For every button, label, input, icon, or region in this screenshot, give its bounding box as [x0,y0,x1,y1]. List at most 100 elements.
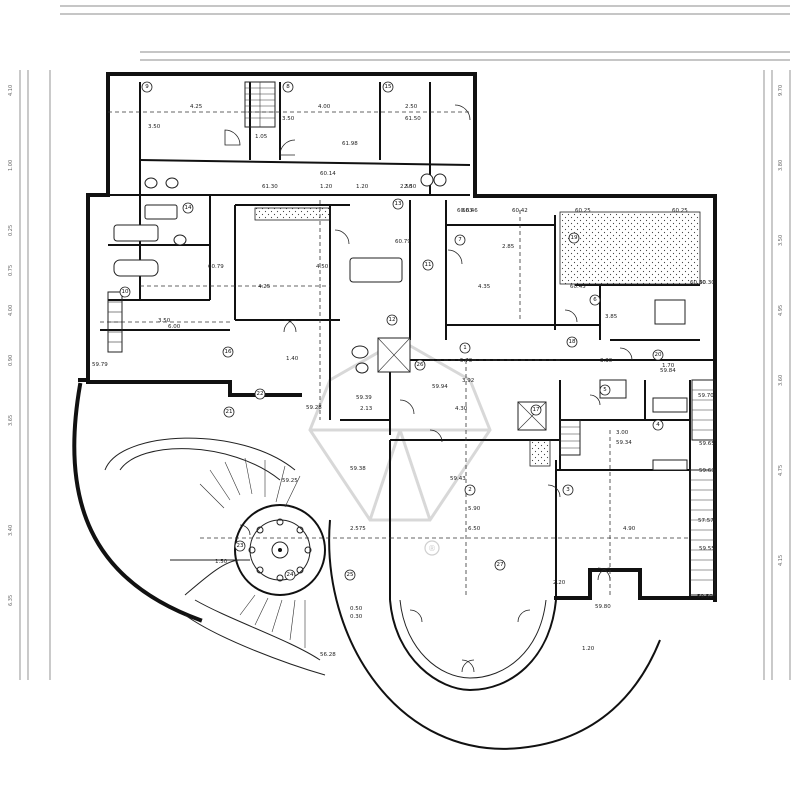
terrace-area [559,211,701,285]
room-number-circle [344,569,356,581]
dimension-label: 59.79 [92,362,108,368]
dimension-label: 59.65 [699,441,715,447]
room-number-circle [568,232,580,244]
room-number-circle [459,342,471,354]
ruler-mark-label: 3.80 [778,160,784,171]
room-number-marker: 22 [254,388,266,400]
room-number-label: 5 [603,387,607,393]
room-number-label: 19 [571,235,578,241]
room-number-label: 8 [286,84,290,90]
dimension-label: 3.85 [605,314,618,320]
dimension-label: 59.63 [699,468,715,474]
room-number-label: 6 [593,297,597,303]
room-number-marker: 16 [222,346,234,358]
dimension-label: 57.57 [698,518,714,524]
room-number-label: 14 [185,205,192,211]
room-number-circle [589,294,601,306]
dimension-label: 60.42 [512,208,528,214]
dimension-label: 6.50 [468,526,481,532]
dimension-label: 3.50 [282,116,295,122]
ruler-mark-label: 3.65 [8,415,14,426]
room-number-marker: 26 [414,359,426,371]
shaft-hatch [529,439,551,467]
room-number-circle [254,388,266,400]
kitchen-counter [652,459,688,471]
dimension-label: 59.34 [616,440,632,446]
room-number-label: 25 [347,572,354,578]
room-number-circle [141,81,153,93]
room-number-marker: 4 [652,419,664,431]
room-number-label: 23 [237,543,244,549]
room-number-circle [566,336,578,348]
dimension-label: 4.35 [478,284,491,290]
ruler-mark-label: 0.25 [8,225,14,236]
dimension-label: 4.90 [623,526,636,532]
room-number-marker: 10 [119,286,131,298]
dimension-label: 4.25 [258,284,271,290]
room-number-marker: 18 [566,336,578,348]
dimension-label: 2.575 [350,526,366,532]
room-number-label: 7 [458,237,462,243]
room-number-label: 10 [122,289,129,295]
left-ruler [19,70,51,680]
room-number-circle [464,484,476,496]
dimension-label: 2.13 [360,406,373,412]
ruler-mark-label: 4.95 [778,305,784,316]
dimension-label: 59.94 [432,384,448,390]
dimension-label: 3.92 [462,378,474,384]
room-number-circle [282,81,294,93]
room-number-marker: 20 [652,349,664,361]
toilet-icon [420,173,434,187]
ruler-mark-label: 3.40 [8,525,14,536]
room-number-circle [652,419,664,431]
dimension-label: 56.28 [320,652,336,658]
dimension-label: 60.79 [208,264,224,270]
dimension-label: 1.20 [356,184,369,190]
dimension-label: 3.00 [616,430,629,436]
room-number-circle [422,259,434,271]
room-number-label: 26 [417,362,424,368]
toilet-icon [165,177,179,189]
bay-window [389,599,557,692]
dimension-label: 60.30 [690,280,706,286]
dimension-label: 4.25 [190,104,203,110]
top-ruler [60,5,790,61]
bathtub-icon [654,299,686,325]
dimension-label: 59.50 [697,594,713,600]
dimension-label: 1.40 [286,356,299,362]
room-number-marker: 5 [599,384,611,396]
room-number-marker: 6 [589,294,601,306]
dimension-label: 59.28 [306,405,322,411]
dimension-label: 59.55 [699,546,715,552]
room-number-marker: 17 [530,404,542,416]
ruler-mark-label: 4.00 [8,305,14,316]
dimension-label: 2.85 [502,244,515,250]
room-number-circle [599,384,611,396]
room-number-label: 16 [225,349,232,355]
room-number-marker: 14 [182,202,194,214]
room-number-label: 2 [468,487,472,493]
dimension-label: 1.20 [320,184,333,190]
room-number-marker: 21 [223,406,235,418]
sink-icon [173,234,187,246]
room-number-marker: 7 [454,234,466,246]
room-number-marker: 24 [284,569,296,581]
dimension-label: 2.50 [405,104,418,110]
room-number-marker: 2 [464,484,476,496]
room-number-marker: 3 [562,484,574,496]
room-number-label: 22 [257,391,264,397]
toilet-icon [433,173,447,187]
kitchen-counter [652,397,688,413]
dimension-label: 0.30 [350,614,363,620]
dimension-label: 5.90 [468,506,481,512]
room-number-circle [382,81,394,93]
dimension-label: 59.25 [282,478,298,484]
room-number-marker: 27 [494,559,506,571]
room-number-label: 27 [497,562,504,568]
dimension-label: 3.50 [148,124,161,130]
dimension-label: 4.30 [455,406,468,412]
room-number-circle [562,484,574,496]
room-number-marker: 19 [568,232,580,244]
room-number-marker: 23 [234,540,246,552]
